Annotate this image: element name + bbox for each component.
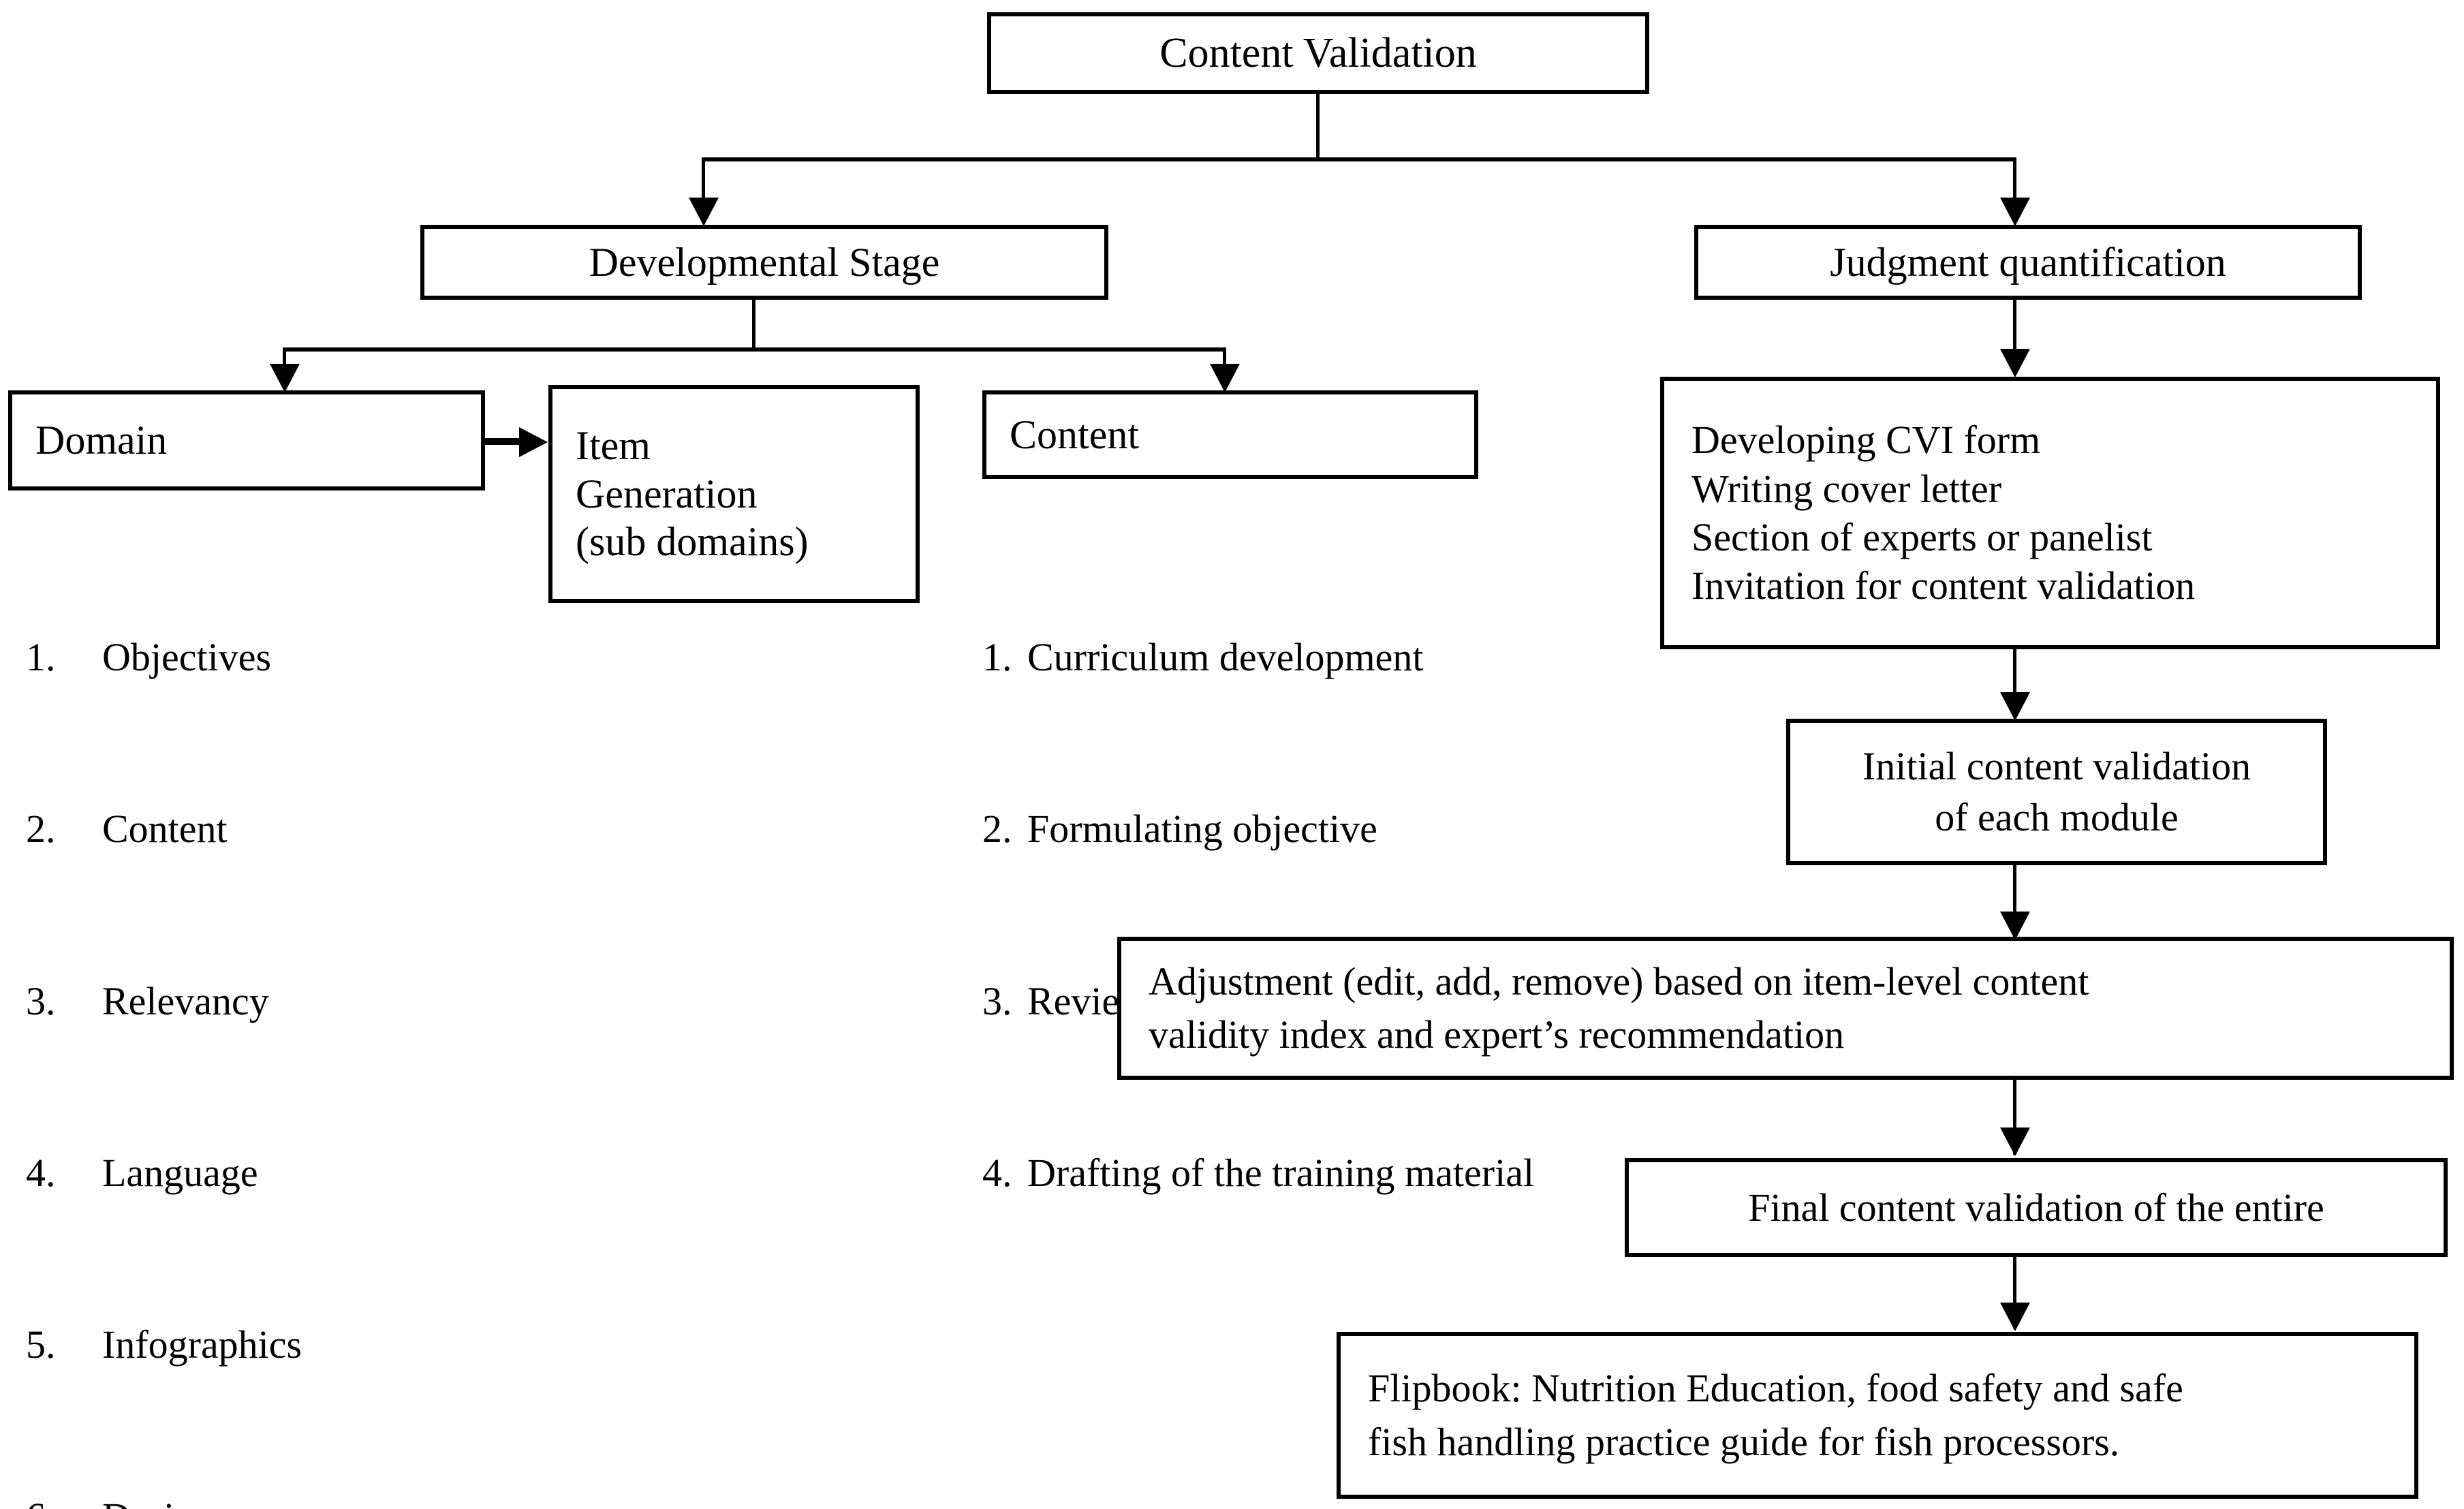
domain-list-number-1: 1.	[26, 635, 56, 680]
node-cvi-form: Developing CVI form Writing cover letter…	[1660, 377, 2440, 649]
node-cvi-form-line-4: Invitation for content validation	[1691, 563, 2196, 608]
list-item: 1. Curriculum development	[982, 629, 1534, 686]
domain-list-text-1: Objectives	[102, 635, 272, 680]
connector-domain-to-item-generation	[485, 438, 523, 445]
node-judgment-quantification-label: Judgment quantification	[1830, 239, 2226, 285]
domain-list-text-6: Design	[102, 1489, 214, 1509]
arrowhead-root-to-judgment	[2000, 198, 2030, 226]
node-adjustment: Adjustment (edit, add, remove) based on …	[1117, 937, 2454, 1080]
content-list-number-3: 3.	[982, 978, 1012, 1023]
arrowhead-domain-to-item-generation	[519, 427, 548, 457]
list-item: 6. Design	[26, 1489, 426, 1509]
node-item-generation-line-1: Item	[576, 422, 651, 468]
node-item-generation: Item Generation (sub domains)	[548, 385, 920, 603]
list-item: 4. Drafting of the training material	[982, 1145, 1534, 1202]
node-content-validation-label: Content Validation	[1159, 29, 1477, 76]
node-initial-validation: Initial content validation of each modul…	[1786, 719, 2327, 865]
connector-initial-to-adjustment	[2013, 865, 2016, 937]
node-developmental-stage-label: Developmental Stage	[589, 239, 940, 285]
arrowhead-initial-to-adjustment	[2000, 912, 2030, 940]
connector-cvi-to-initial	[2013, 649, 2016, 717]
list-item: 4. Language	[26, 1145, 426, 1202]
domain-list-text-5: Infographics	[102, 1322, 302, 1367]
content-list-text-2: Formulating objective	[1027, 807, 1377, 852]
node-developmental-stage: Developmental Stage	[420, 225, 1108, 300]
domain-list-number-2: 2.	[26, 807, 56, 852]
node-final-validation-label: Final content validation of the entire	[1748, 1185, 2324, 1230]
node-adjustment-line-1: Adjustment (edit, add, remove) based on …	[1149, 959, 2089, 1004]
domain-list-text-4: Language	[102, 1151, 258, 1196]
connector-root-bus	[702, 157, 2016, 161]
list-item: 2. Content	[26, 800, 426, 858]
content-list-text-1: Curriculum development	[1027, 635, 1424, 680]
domain-list-number-6: 6.	[26, 1489, 102, 1509]
arrowhead-devstage-to-content	[1210, 364, 1240, 392]
node-flipbook: Flipbook: Nutrition Education, food safe…	[1337, 1332, 2418, 1499]
node-cvi-form-line-1: Developing CVI form	[1691, 418, 2041, 463]
arrowhead-devstage-to-domain	[270, 364, 300, 392]
node-judgment-quantification: Judgment quantification	[1694, 225, 2362, 300]
connector-devstage-stem	[752, 300, 755, 349]
connector-root-to-judgment	[2013, 157, 2016, 202]
node-domain-label: Domain	[35, 418, 168, 463]
arrowhead-adjustment-to-final	[2000, 1127, 2030, 1156]
node-cvi-form-line-2: Writing cover letter	[1691, 466, 2002, 511]
node-content-label: Content	[1010, 411, 1139, 457]
node-content: Content	[982, 390, 1478, 479]
domain-list-number-5: 5.	[26, 1322, 56, 1367]
content-list: 1. Curriculum development 2. Formulating…	[982, 514, 1534, 1316]
arrowhead-final-to-flipbook	[2000, 1303, 2030, 1331]
connector-adjustment-to-final	[2013, 1080, 2016, 1155]
content-list-number-4: 4.	[982, 1151, 1012, 1196]
domain-list-text-3: Relevancy	[102, 978, 269, 1023]
node-initial-validation-line-1: Initial content validation	[1862, 744, 2251, 789]
node-flipbook-line-1: Flipbook: Nutrition Education, food safe…	[1368, 1366, 2183, 1411]
node-final-validation: Final content validation of the entire	[1625, 1158, 2448, 1257]
domain-list: 1. Objectives 2. Content 3. Relevancy 4.…	[26, 514, 426, 1509]
domain-list-number-4: 4.	[26, 1151, 56, 1196]
domain-list-text-2: Content	[102, 807, 228, 852]
node-flipbook-line-2: fish handling practice guide for fish pr…	[1368, 1419, 2120, 1464]
list-item: 5. Infographics	[26, 1316, 426, 1373]
arrowhead-cvi-to-initial	[2000, 692, 2030, 721]
connector-devstage-bus	[283, 347, 1226, 352]
domain-list-number-3: 3.	[26, 978, 56, 1023]
list-item: 3. Relevancy	[26, 973, 426, 1030]
connector-root-to-dev-stage	[702, 157, 705, 202]
connector-root-stem	[1316, 94, 1320, 159]
node-item-generation-line-3: (sub domains)	[576, 519, 809, 565]
connector-final-to-flipbook	[2013, 1257, 2016, 1328]
arrowhead-root-to-dev-stage	[689, 198, 719, 226]
content-list-text-4: Drafting of the training material	[1027, 1151, 1535, 1196]
content-list-number-1: 1.	[982, 635, 1012, 680]
list-item: 2. Formulating objective	[982, 800, 1534, 858]
node-adjustment-line-2: validity index and expert’s recommendati…	[1149, 1012, 1845, 1057]
node-initial-validation-line-2: of each module	[1935, 794, 2179, 839]
node-content-validation: Content Validation	[987, 12, 1649, 94]
node-item-generation-line-2: Generation	[576, 471, 758, 516]
node-domain: Domain	[8, 390, 485, 491]
list-item: 1. Objectives	[26, 629, 426, 686]
content-list-number-2: 2.	[982, 807, 1012, 852]
node-cvi-form-line-3: Section of experts or panelist	[1691, 515, 2153, 559]
arrowhead-judgment-to-cvi	[2000, 349, 2030, 377]
connector-judgment-to-cvi	[2013, 300, 2016, 371]
